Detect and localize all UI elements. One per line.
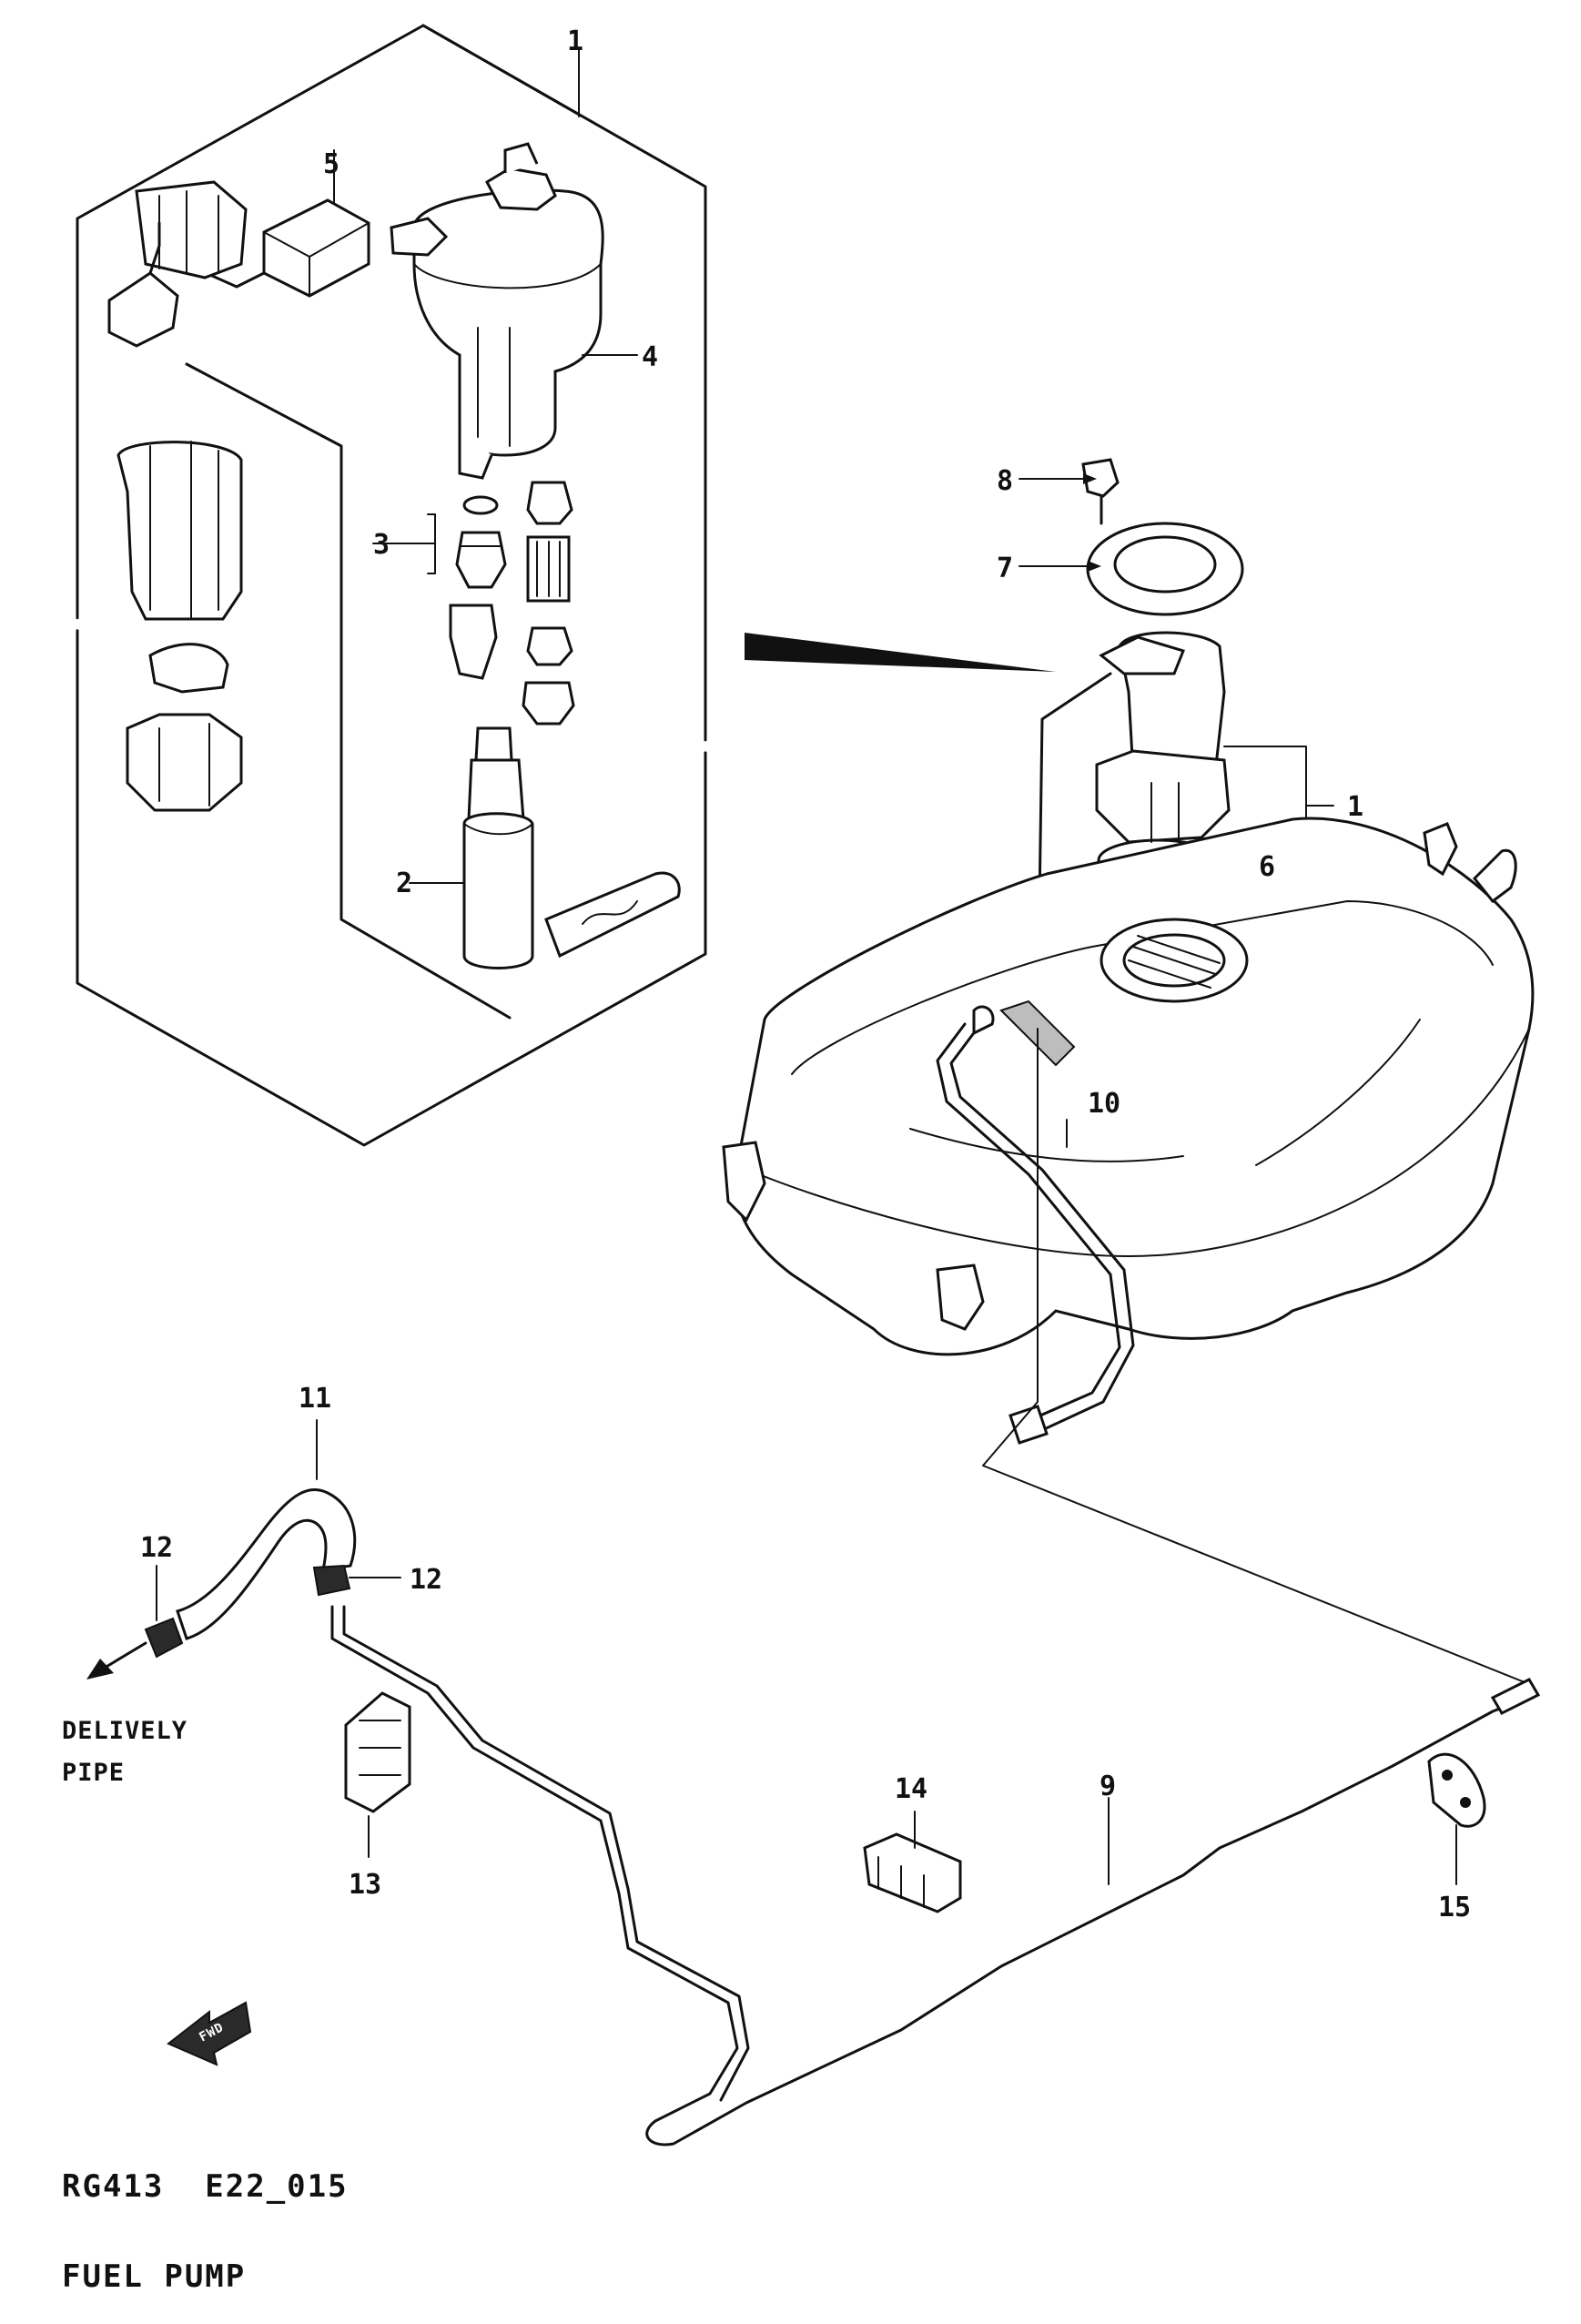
label-part-12-left: 12 [140, 1532, 173, 1564]
label-part-1-tank: 1 [1347, 791, 1363, 823]
part-9-fuel-line [330, 1605, 1541, 2146]
pump-bracket-parts [117, 441, 243, 812]
assembly-1-outline [76, 24, 707, 1147]
part-14-clip [863, 1811, 962, 1913]
direction-wedge [745, 633, 1056, 672]
part-12-clamp-left [144, 1565, 184, 1659]
part-12-clamp-right [312, 1564, 401, 1597]
note-delivery-line1: DELIVELY [62, 1717, 187, 1745]
label-part-7: 7 [997, 553, 1013, 584]
label-part-10: 10 [1088, 1088, 1120, 1120]
part-3-pressure-regulator [372, 481, 575, 726]
label-part-3: 3 [373, 529, 390, 561]
tank-outline-leader [982, 1028, 1530, 1685]
delivery-pipe-arrowhead [86, 1659, 114, 1680]
footer-code: RG413 E22_015 [62, 2168, 349, 2205]
part-13-clamp [344, 1691, 411, 1858]
label-part-4: 4 [642, 341, 658, 373]
part-11-hose [176, 1419, 357, 1640]
label-part-14: 14 [895, 1773, 927, 1805]
label-part-5: 5 [323, 148, 340, 180]
label-part-11: 11 [299, 1383, 331, 1415]
part-15-clip [1427, 1752, 1486, 1885]
part-4-pump-housing [390, 142, 638, 480]
label-part-9: 9 [1100, 1771, 1116, 1802]
part-8-bolt [1019, 458, 1120, 525]
part-10-vent-hose [936, 1005, 1135, 1445]
delivery-pipe-arrow [98, 1641, 147, 1672]
label-part-15: 15 [1438, 1892, 1471, 1923]
label-part-6: 6 [1259, 851, 1275, 883]
front-direction-arrow: FWD [167, 2001, 252, 2066]
label-part-8: 8 [997, 465, 1013, 497]
label-part-2: 2 [396, 868, 412, 899]
note-delivery-line2: PIPE [62, 1759, 125, 1787]
label-part-12-right: 12 [410, 1564, 442, 1596]
label-part-13: 13 [349, 1869, 381, 1901]
label-part-1-assembly: 1 [567, 25, 583, 57]
footer-title: FUEL PUMP [62, 2258, 246, 2295]
part-5-connector-harness [107, 149, 370, 348]
part-7-retainer-ring [1019, 522, 1244, 616]
part-2-fuel-pump [409, 726, 681, 969]
fuel-tank [722, 817, 1535, 1356]
